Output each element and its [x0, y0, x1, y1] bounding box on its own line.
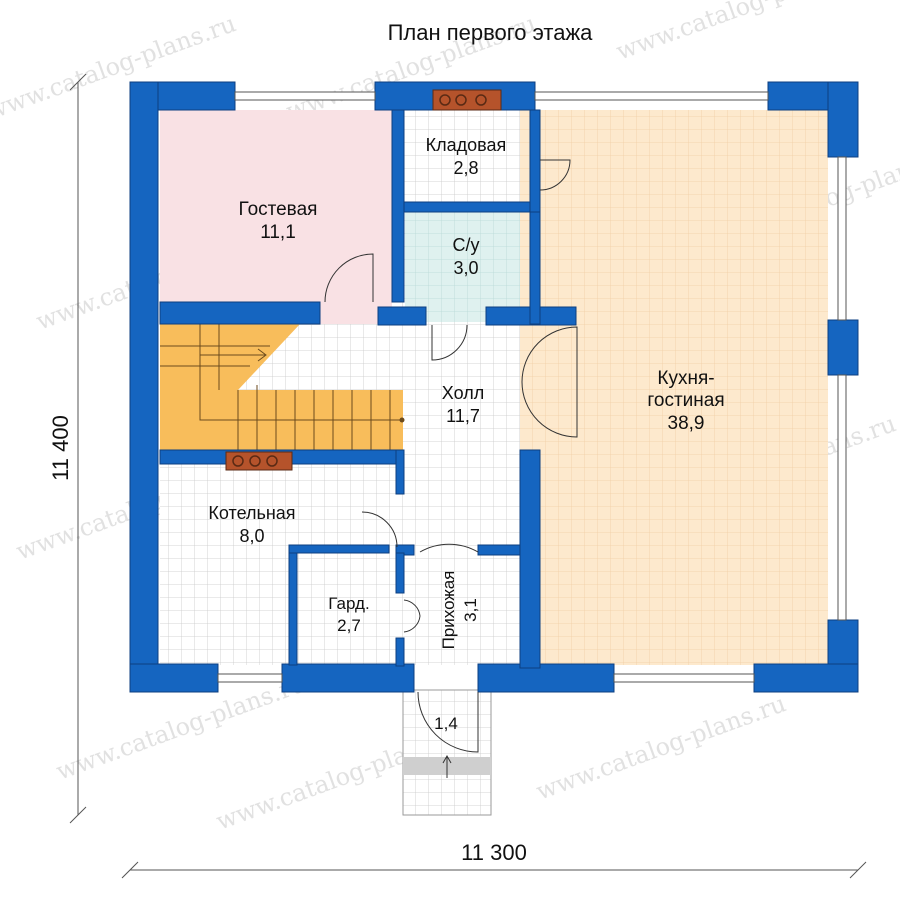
room-bathroom-name: С/у [453, 235, 480, 255]
watermark-text: www.catalog-plans.ru [532, 689, 789, 805]
room-boiler-name: Котельная [208, 503, 295, 523]
room-kitchen-name-line2: гостиная [647, 390, 724, 411]
room-guest-name: Гостевая [239, 199, 318, 220]
window [837, 156, 847, 321]
height-dimension: 11 400 [48, 415, 73, 481]
room-pantry-name: Кладовая [426, 135, 507, 155]
room-guest-area: 11,1 [260, 222, 296, 243]
window [234, 91, 376, 101]
wall [477, 544, 521, 556]
chimney-top [432, 89, 502, 111]
room-bathroom-area: 3,0 [453, 258, 478, 278]
wall [391, 109, 405, 303]
door-wardrobe-1 [403, 599, 421, 617]
window [217, 673, 283, 683]
window [613, 673, 755, 683]
plan-title: План первого этажа [388, 20, 594, 45]
wall [827, 319, 859, 376]
chimneys [225, 89, 502, 471]
room-kitchen-name-line1: Кухня- [657, 368, 714, 389]
watermark-text: www.catalog-plans.ru [612, 0, 869, 66]
walls [129, 81, 859, 693]
dimension-lines [69, 73, 867, 879]
wall [395, 544, 415, 556]
door-wardrobe-2 [403, 615, 421, 633]
door-entry [419, 543, 479, 553]
wall [477, 663, 615, 693]
staircase [160, 324, 405, 450]
wall [288, 544, 298, 666]
wall [395, 552, 405, 594]
wall [395, 449, 405, 495]
room-pantry-area: 2,8 [453, 158, 478, 178]
chimney-boiler [225, 451, 293, 471]
wall [129, 81, 159, 693]
windows [217, 91, 847, 683]
kitchen-floor [520, 110, 828, 665]
width-dimension: 11 300 [461, 840, 527, 865]
window [534, 91, 769, 101]
wall [159, 301, 321, 325]
room-entry-area: 3,1 [461, 598, 480, 622]
door-boiler [361, 511, 398, 548]
door-kitchen-upper [521, 326, 578, 383]
room-entry-name: Прихожая [439, 571, 458, 650]
wall [281, 663, 415, 693]
wall [129, 663, 219, 693]
wall [395, 637, 405, 667]
room-wardrobe-area: 2,7 [337, 616, 361, 635]
door-bathroom [431, 324, 468, 361]
wall [288, 544, 390, 554]
room-hall-name: Холл [442, 383, 484, 403]
room-boiler-area: 8,0 [239, 526, 264, 546]
wall [753, 663, 859, 693]
wall [403, 201, 535, 213]
wall [519, 449, 541, 669]
doors [324, 159, 578, 778]
porch-area: 1,4 [434, 714, 458, 733]
bathroom-floor [405, 210, 530, 322]
room-kitchen-area: 38,9 [668, 413, 705, 434]
guest-room-floor [160, 110, 392, 324]
stair-direction-arrow [199, 354, 402, 421]
door-kitchen-lower [521, 381, 578, 438]
window [837, 374, 847, 621]
door-guest [324, 253, 374, 303]
room-hall-area: 11,7 [446, 406, 480, 426]
porch-floor [402, 689, 492, 816]
door-front [417, 691, 479, 753]
room-wardrobe-name: Гард. [328, 594, 369, 613]
door-pantry [539, 159, 571, 191]
room-labels: Гостевая 11,1 Кладовая 2,8 С/у 3,0 Кухня… [208, 135, 724, 733]
wall [377, 306, 427, 326]
wall [827, 81, 859, 158]
wall [529, 211, 541, 325]
